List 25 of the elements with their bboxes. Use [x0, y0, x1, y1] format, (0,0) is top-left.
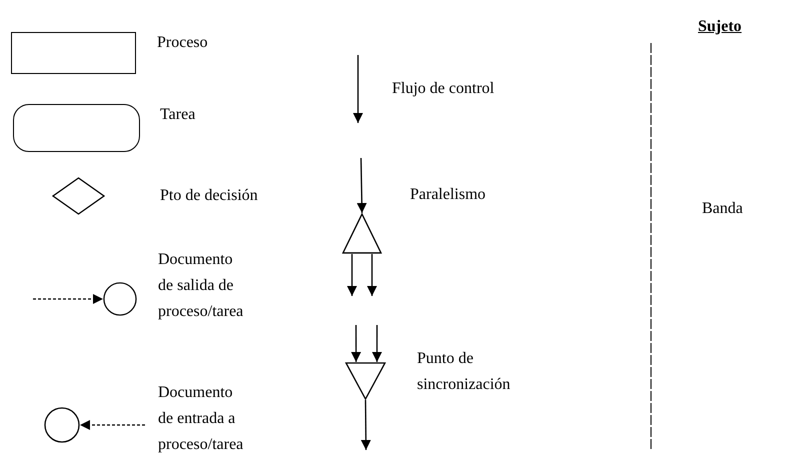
- arrow: [360, 400, 371, 450]
- symbol-caption: Documento de entrada a proceso/tarea: [158, 383, 244, 455]
- arrow: [356, 158, 367, 214]
- symbol-caption: Flujo de control: [392, 79, 494, 99]
- symbol-caption: Paralelismo: [410, 185, 487, 205]
- sync-triangle: [345, 362, 386, 400]
- task-box: [13, 104, 140, 152]
- process-box: [11, 32, 136, 74]
- document-circle: [103, 282, 137, 316]
- arrow: [33, 294, 103, 304]
- arrow: [80, 420, 145, 430]
- document-circle: [44, 407, 80, 443]
- symbol-caption: Pto de decisión: [160, 186, 259, 206]
- symbol-caption: Documento de salida de proceso/tarea: [158, 250, 244, 322]
- arrow: [367, 254, 377, 296]
- lane-label: Banda: [702, 199, 743, 219]
- lane-heading: Sujeto: [698, 18, 742, 36]
- symbol-caption: Punto de sincronización: [417, 349, 512, 395]
- arrow: [372, 325, 382, 362]
- arrow: [351, 325, 362, 362]
- decision-diamond: [52, 177, 105, 215]
- sync-triangle: [342, 213, 382, 254]
- symbol-caption: Proceso: [157, 33, 209, 53]
- symbol-caption: Tarea: [160, 105, 196, 125]
- arrow: [347, 254, 357, 296]
